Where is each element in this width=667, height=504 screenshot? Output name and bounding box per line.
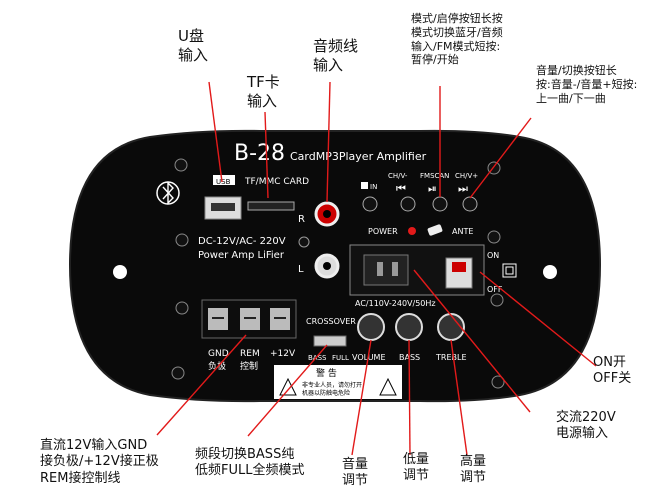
callout-dc-input: 直流12V输入GND 接负极/+12V接正极 REM接控制线 [40,438,159,486]
mount-hole-left [113,265,127,279]
mount-hole-right [543,265,557,279]
warning-text-2: 机器以防触电危险 [302,389,350,397]
usb-label: USB [216,178,231,186]
ante-label: ANTE [452,227,473,236]
dc-voltage-label: DC-12V/AC- 220V [198,236,286,247]
double-insulation-icon [502,263,517,278]
btn-label-fmscan: FMSCAN [420,172,449,180]
callout-mode-button: 模式/启停按钮长按 模式切换蓝牙/音频 输入/FM模式短按: 暂停/开始 [411,12,503,67]
board-subtitle: CardMP3Player Amplifier [290,150,427,163]
next-icon: ⏭ [458,182,468,195]
mode-button-left[interactable] [362,196,378,212]
mount-hole-rb [491,375,505,389]
bass-knob[interactable] [395,313,423,341]
plus12-label: +12V [270,349,296,359]
bass-switch-label: BASS [308,354,327,362]
crossover-label: CROSSOVER [306,317,356,326]
ac-voltage-label: AC/110V-240V/50Hz [355,299,436,308]
ir-sensor [427,224,443,236]
mount-hole-bl [175,301,189,315]
warning-triangle-left [279,377,297,396]
board-model: B-28 [234,141,285,166]
treble-label: TREBLE [435,353,467,362]
rca-r-label: R [298,214,305,225]
bluetooth-icon [156,181,180,205]
volume-knob[interactable] [357,313,385,341]
mount-hole-ml [175,233,189,247]
tf-card-slot[interactable] [247,201,295,211]
mount-hole-br [490,293,504,307]
power-label: POWER [368,227,398,236]
mount-hole-tl [174,158,188,172]
warning-triangle-right [379,377,397,396]
tf-card-label: TF/MMC CARD [244,177,309,187]
rca-l-label: L [298,264,304,275]
btn-label-ch-minus: CH/V- [388,172,408,180]
next-button[interactable] [462,196,478,212]
on-label: ON [487,251,499,260]
callout-tf: TF卡 输入 [247,73,280,110]
callout-bass: 低量 调节 [403,452,430,484]
callout-volume: 音量 调节 [342,457,369,489]
warning-text: 非专业人员，请勿打开 [302,381,362,389]
off-label: OFF [487,285,503,294]
prev-icon: ⏮ [396,182,406,195]
play-pause-icon: ⏯ [428,182,437,195]
callout-crossover: 频段切换BASS纯 低频FULL全频模式 [195,447,305,479]
warning-title: 警 告 [316,367,337,379]
footer-label: MP3 POWER AMPLIFIER [258,402,405,415]
btn-label-ch-plus: CH/V+ [455,172,478,180]
power-amp-label: Power Amp LiFier [198,250,285,261]
callout-ac-input: 交流220V 电源输入 [556,410,616,442]
callout-treble: 高量 调节 [460,454,487,486]
callout-audio-line: 音频线 输入 [313,37,359,74]
rem-label: REM [240,349,260,359]
usb-label-box [213,175,235,185]
gnd-cn-label: 负极 [208,360,226,372]
full-switch-label: FULL [332,354,349,362]
in-label: IN [370,183,377,191]
mount-hole-mr [487,230,501,244]
callout-udisk: U盘 输入 [178,27,209,64]
callout-volume-button: 音量/切换按钮长 按:音量-/音量+短按: 上一曲/下一曲 [536,64,638,105]
callout-on-off: ON开 OFF关 [593,355,632,387]
callout-lines [156,81,597,456]
terminal-screws [208,308,290,330]
play-pause-button[interactable] [432,196,448,212]
prev-button[interactable] [400,196,416,212]
mount-hole-lb [171,366,185,380]
crossover-switch[interactable] [313,335,347,347]
rem-cn-label: 控制 [240,360,258,372]
power-led [408,227,416,235]
gnd-label: GND [208,349,229,359]
